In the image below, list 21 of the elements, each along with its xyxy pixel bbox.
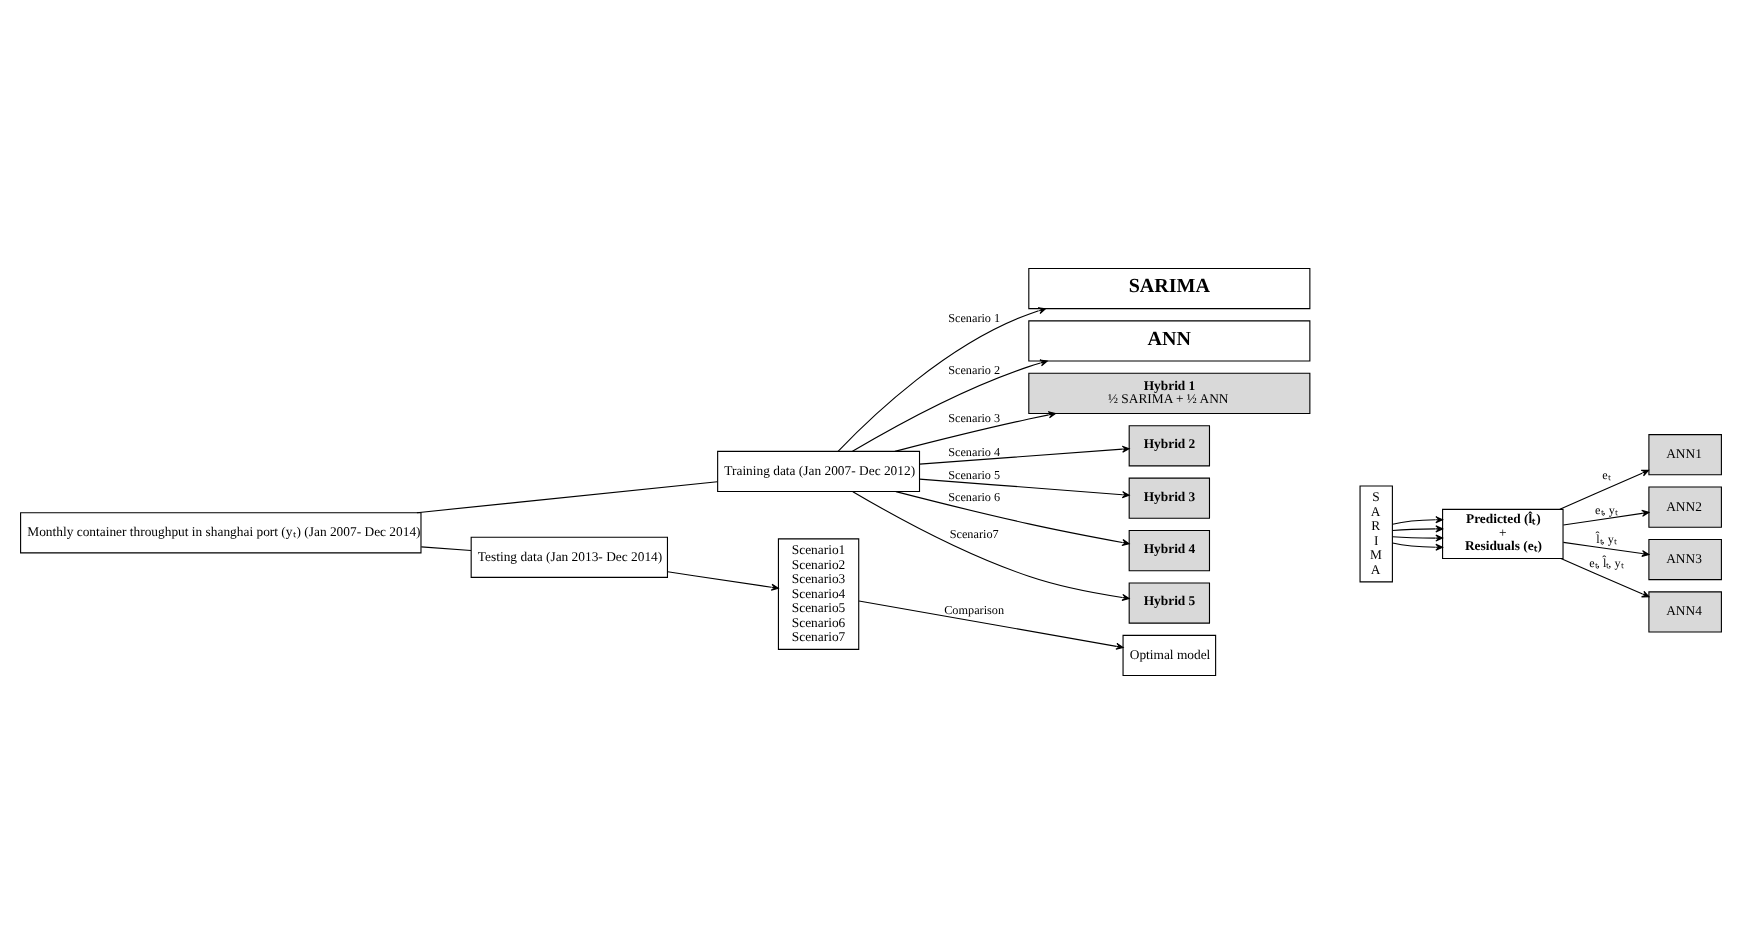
arrow xyxy=(919,477,1130,498)
connector xyxy=(416,480,718,513)
node-box: ANN xyxy=(1028,319,1311,361)
connector xyxy=(420,545,472,550)
arrow xyxy=(1392,541,1444,550)
arrow xyxy=(895,490,1130,546)
arrow xyxy=(852,490,1130,600)
node-box: SARIMA xyxy=(1028,266,1311,309)
arrow xyxy=(1562,508,1650,525)
arrow xyxy=(851,358,1048,451)
arrow xyxy=(667,570,779,590)
arrow xyxy=(1392,524,1444,532)
arrow xyxy=(1392,533,1444,541)
arrow xyxy=(1559,468,1650,509)
arrow xyxy=(858,599,1124,649)
arrow xyxy=(894,410,1057,451)
arrow xyxy=(1392,515,1444,524)
arrow xyxy=(919,444,1130,464)
arrow xyxy=(1562,540,1650,557)
arrow xyxy=(837,306,1047,451)
arrow xyxy=(1560,557,1650,597)
